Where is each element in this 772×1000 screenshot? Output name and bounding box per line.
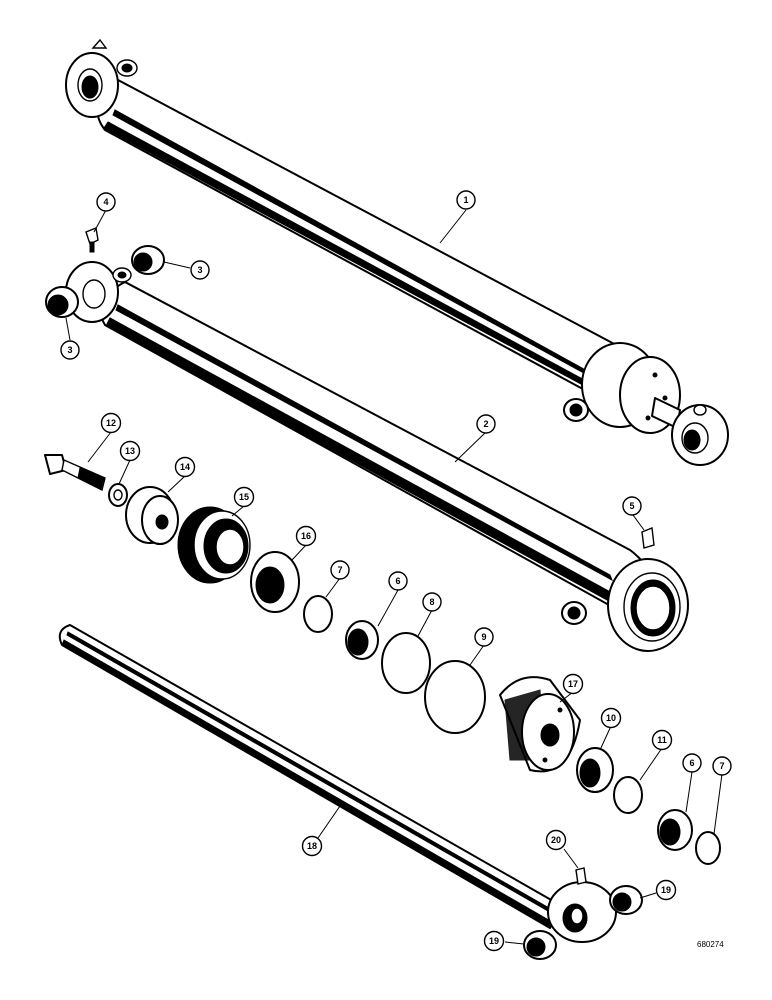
svg-text:7: 7 <box>719 761 724 771</box>
callout-16: 16 <box>295 525 317 547</box>
part-7-o-ring-upper <box>303 595 333 633</box>
svg-text:18: 18 <box>307 841 317 851</box>
part-10-bushing <box>576 747 614 793</box>
part-20-grease-fitting <box>575 867 587 885</box>
part-9-wiper-ring <box>424 660 486 734</box>
part-19-bushing-right <box>609 885 643 915</box>
callout-6-upper: 6 <box>388 571 408 591</box>
svg-text:1: 1 <box>463 195 468 205</box>
svg-text:12: 12 <box>106 418 116 428</box>
callout-13: 13 <box>119 440 141 462</box>
callout-14: 14 <box>174 456 196 478</box>
part-8-seal-ring <box>381 632 431 694</box>
svg-text:20: 20 <box>551 835 561 845</box>
callout-7-lower: 7 <box>712 756 732 776</box>
callout-18: 18 <box>301 835 323 857</box>
part-12-bolt <box>44 454 106 492</box>
svg-text:13: 13 <box>125 446 135 456</box>
callout-12: 12 <box>100 412 122 434</box>
svg-text:3: 3 <box>197 265 202 275</box>
part-4-grease-fitting <box>85 227 99 253</box>
callout-17: 17 <box>562 673 584 695</box>
svg-text:19: 19 <box>489 936 499 946</box>
svg-text:10: 10 <box>606 713 616 723</box>
part-19-bushing-left <box>523 930 557 960</box>
callout-6-lower: 6 <box>682 753 702 773</box>
callout-10: 10 <box>600 707 622 729</box>
callout-15: 15 <box>233 486 255 508</box>
svg-text:7: 7 <box>337 565 342 575</box>
part-6-backup-ring-upper <box>345 620 379 660</box>
part-3-bushing-lower <box>45 286 79 318</box>
callout-8: 8 <box>422 592 442 612</box>
part-11-snap-ring <box>613 776 643 814</box>
callout-3-upper: 3 <box>190 260 210 280</box>
svg-text:8: 8 <box>429 597 434 607</box>
callout-19-left: 19 <box>483 930 505 952</box>
svg-text:15: 15 <box>239 492 249 502</box>
callout-7-upper: 7 <box>330 560 350 580</box>
leader-lines <box>65 209 723 945</box>
callout-1: 1 <box>456 190 476 210</box>
callout-19-right: 19 <box>655 879 677 901</box>
part-14-piston-nut <box>125 486 179 545</box>
svg-text:14: 14 <box>180 462 190 472</box>
part-3-bushing-upper <box>131 245 165 275</box>
svg-text:5: 5 <box>629 501 634 511</box>
part-15-piston <box>177 506 251 584</box>
svg-text:6: 6 <box>395 576 400 586</box>
part-16-gland <box>250 551 300 613</box>
callout-20: 20 <box>545 829 567 851</box>
svg-text:4: 4 <box>103 197 108 207</box>
svg-text:2: 2 <box>483 419 488 429</box>
svg-text:6: 6 <box>689 758 694 768</box>
svg-text:17: 17 <box>568 679 578 689</box>
svg-text:3: 3 <box>67 345 72 355</box>
part-7-o-ring-lower <box>695 831 721 865</box>
part-2-barrel <box>65 261 689 652</box>
part-13-washer <box>108 483 128 507</box>
callout-2: 2 <box>476 414 496 434</box>
svg-text:19: 19 <box>661 885 671 895</box>
part-5-fitting <box>641 527 655 549</box>
callout-5: 5 <box>622 496 642 516</box>
part-18-rod <box>58 624 617 943</box>
part-6-backup-ring-lower <box>657 809 693 851</box>
callout-3-lower: 3 <box>60 340 80 360</box>
figure-reference-number: 680274 <box>697 940 724 949</box>
part-1-cylinder-assembly <box>65 38 729 466</box>
callout-4: 4 <box>96 192 116 212</box>
svg-text:11: 11 <box>657 735 667 745</box>
callout-9: 9 <box>474 627 494 647</box>
callout-11: 11 <box>651 729 673 751</box>
svg-text:16: 16 <box>301 531 311 541</box>
part-17-rod-guide <box>499 676 581 773</box>
svg-text:9: 9 <box>481 632 486 642</box>
